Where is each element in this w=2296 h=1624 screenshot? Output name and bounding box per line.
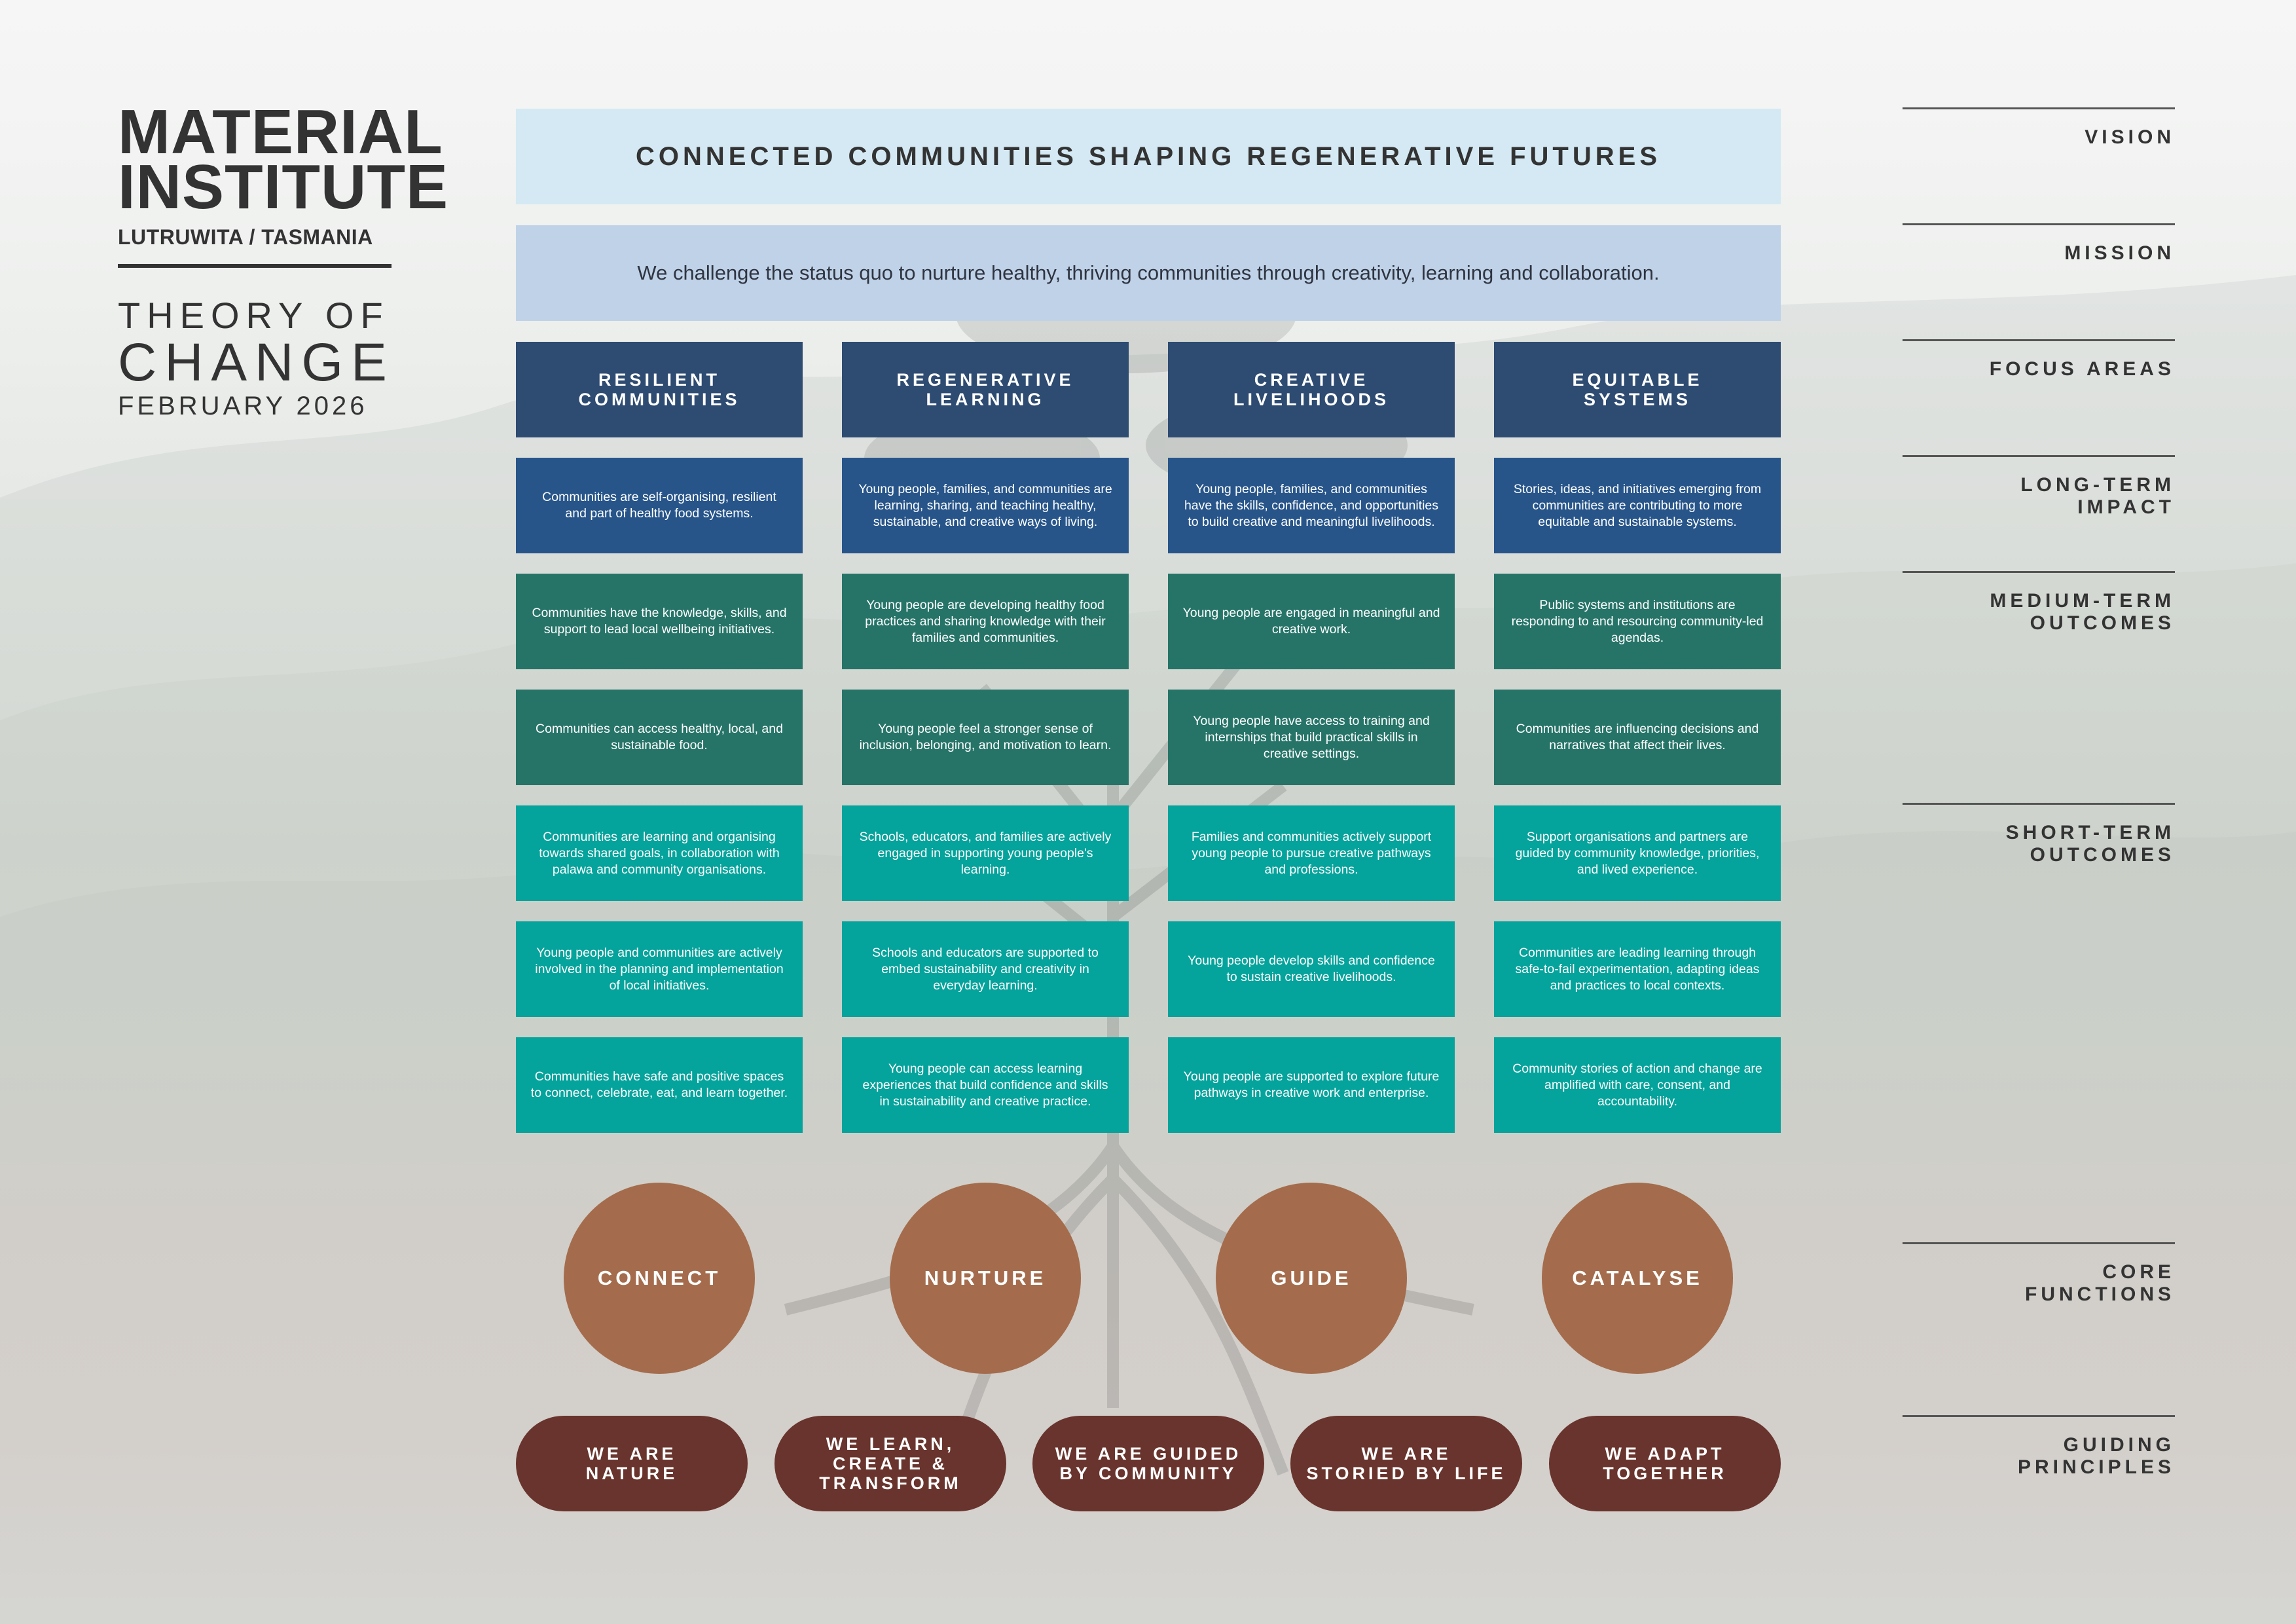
document-date: FEBRUARY 2026 xyxy=(118,392,368,420)
focus-area-box: REGENERATIVE LEARNING xyxy=(842,342,1129,437)
row-label-text: CORE FUNCTIONS xyxy=(2025,1261,2175,1305)
brand-block: MATERIAL INSTITUTE LUTRUWITA / TASMANIA … xyxy=(118,97,448,422)
row-label-medium-term-outcomes: MEDIUM-TERM OUTCOMES xyxy=(1903,571,2175,635)
row-label-text: LONG-TERM IMPACT xyxy=(2020,474,2175,518)
row-label-mission: MISSION xyxy=(1903,223,2175,265)
document-title-line-1: THEORY OF xyxy=(118,295,390,336)
short-term-outcome-box: Young people develop skills and confiden… xyxy=(1168,921,1455,1017)
organisation-name: MATERIAL INSTITUTE xyxy=(118,97,448,222)
label-divider xyxy=(1903,571,2175,573)
label-divider xyxy=(1903,107,2175,109)
row-label-text: MISSION xyxy=(2064,242,2175,264)
focus-area-box: CREATIVE LIVELIHOODS xyxy=(1168,342,1455,437)
label-divider xyxy=(1903,1242,2175,1244)
row-label-text: MEDIUM-TERM OUTCOMES xyxy=(1990,590,2175,634)
short-term-outcome-box: Communities are learning and organising … xyxy=(516,805,803,901)
label-divider xyxy=(1903,803,2175,805)
short-term-outcome-box: Young people are supported to explore fu… xyxy=(1168,1037,1455,1133)
vision-statement: CONNECTED COMMUNITIES SHAPING REGENERATI… xyxy=(516,109,1781,204)
guiding-principle-pill: WE ARE STORIED BY LIFE xyxy=(1290,1416,1522,1511)
row-label-core-functions: CORE FUNCTIONS xyxy=(1903,1242,2175,1306)
short-term-outcome-box: Young people and communities are activel… xyxy=(516,921,803,1017)
medium-term-outcome-box: Young people feel a stronger sense of in… xyxy=(842,690,1129,785)
guiding-principle-pill: WE ADAPT TOGETHER xyxy=(1549,1416,1781,1511)
core-function-guide: GUIDE xyxy=(1216,1183,1407,1374)
label-divider xyxy=(1903,455,2175,457)
long-term-impact-box: Communities are self-organising, resilie… xyxy=(516,458,803,553)
row-label-vision: VISION xyxy=(1903,107,2175,149)
row-label-guiding-principles: GUIDING PRINCIPLES xyxy=(1903,1415,2175,1479)
medium-term-outcome-box: Communities have the knowledge, skills, … xyxy=(516,574,803,669)
guiding-principle-pill: WE ARE NATURE xyxy=(516,1416,748,1511)
medium-term-outcome-box: Young people are developing healthy food… xyxy=(842,574,1129,669)
focus-area-box: RESILIENT COMMUNITIES xyxy=(516,342,803,437)
row-label-short-term-outcomes: SHORT-TERM OUTCOMES xyxy=(1903,803,2175,866)
short-term-outcome-box: Communities have safe and positive space… xyxy=(516,1037,803,1133)
core-function-nurture: NURTURE xyxy=(890,1183,1081,1374)
short-term-outcome-box: Young people can access learning experie… xyxy=(842,1037,1129,1133)
guiding-principle-pill: WE ARE GUIDED BY COMMUNITY xyxy=(1032,1416,1264,1511)
core-function-connect: CONNECT xyxy=(564,1183,755,1374)
organisation-location: LUTRUWITA / TASMANIA xyxy=(118,225,373,249)
long-term-impact-box: Stories, ideas, and initiatives emerging… xyxy=(1494,458,1781,553)
short-term-outcome-box: Schools and educators are supported to e… xyxy=(842,921,1129,1017)
label-divider xyxy=(1903,223,2175,225)
label-divider xyxy=(1903,339,2175,341)
row-label-text: FOCUS AREAS xyxy=(1989,358,2175,380)
short-term-outcome-box: Schools, educators, and families are act… xyxy=(842,805,1129,901)
short-term-outcome-box: Support organisations and partners are g… xyxy=(1494,805,1781,901)
short-term-outcome-box: Families and communities actively suppor… xyxy=(1168,805,1455,901)
focus-area-box: EQUITABLE SYSTEMS xyxy=(1494,342,1781,437)
medium-term-outcome-box: Public systems and institutions are resp… xyxy=(1494,574,1781,669)
medium-term-outcome-box: Communities can access healthy, local, a… xyxy=(516,690,803,785)
medium-term-outcome-box: Communities are influencing decisions an… xyxy=(1494,690,1781,785)
document-title-line-2: CHANGE xyxy=(118,333,395,392)
short-term-outcome-box: Community stories of action and change a… xyxy=(1494,1037,1781,1133)
row-label-text: VISION xyxy=(2085,126,2175,148)
guiding-principle-pill: WE LEARN, CREATE & TRANSFORM xyxy=(774,1416,1006,1511)
row-label-text: SHORT-TERM OUTCOMES xyxy=(2005,822,2175,866)
medium-term-outcome-box: Young people have access to training and… xyxy=(1168,690,1455,785)
core-function-catalyse: CATALYSE xyxy=(1542,1183,1733,1374)
long-term-impact-box: Young people, families, and communities … xyxy=(842,458,1129,553)
brand-divider xyxy=(118,264,392,268)
short-term-outcome-box: Communities are leading learning through… xyxy=(1494,921,1781,1017)
mission-statement: We challenge the status quo to nurture h… xyxy=(516,225,1781,321)
label-divider xyxy=(1903,1415,2175,1417)
medium-term-outcome-box: Young people are engaged in meaningful a… xyxy=(1168,574,1455,669)
row-label-focus-areas: FOCUS AREAS xyxy=(1903,339,2175,380)
row-label-text: GUIDING PRINCIPLES xyxy=(2017,1434,2175,1478)
row-label-long-term-impact: LONG-TERM IMPACT xyxy=(1903,455,2175,519)
long-term-impact-box: Young people, families, and communities … xyxy=(1168,458,1455,553)
